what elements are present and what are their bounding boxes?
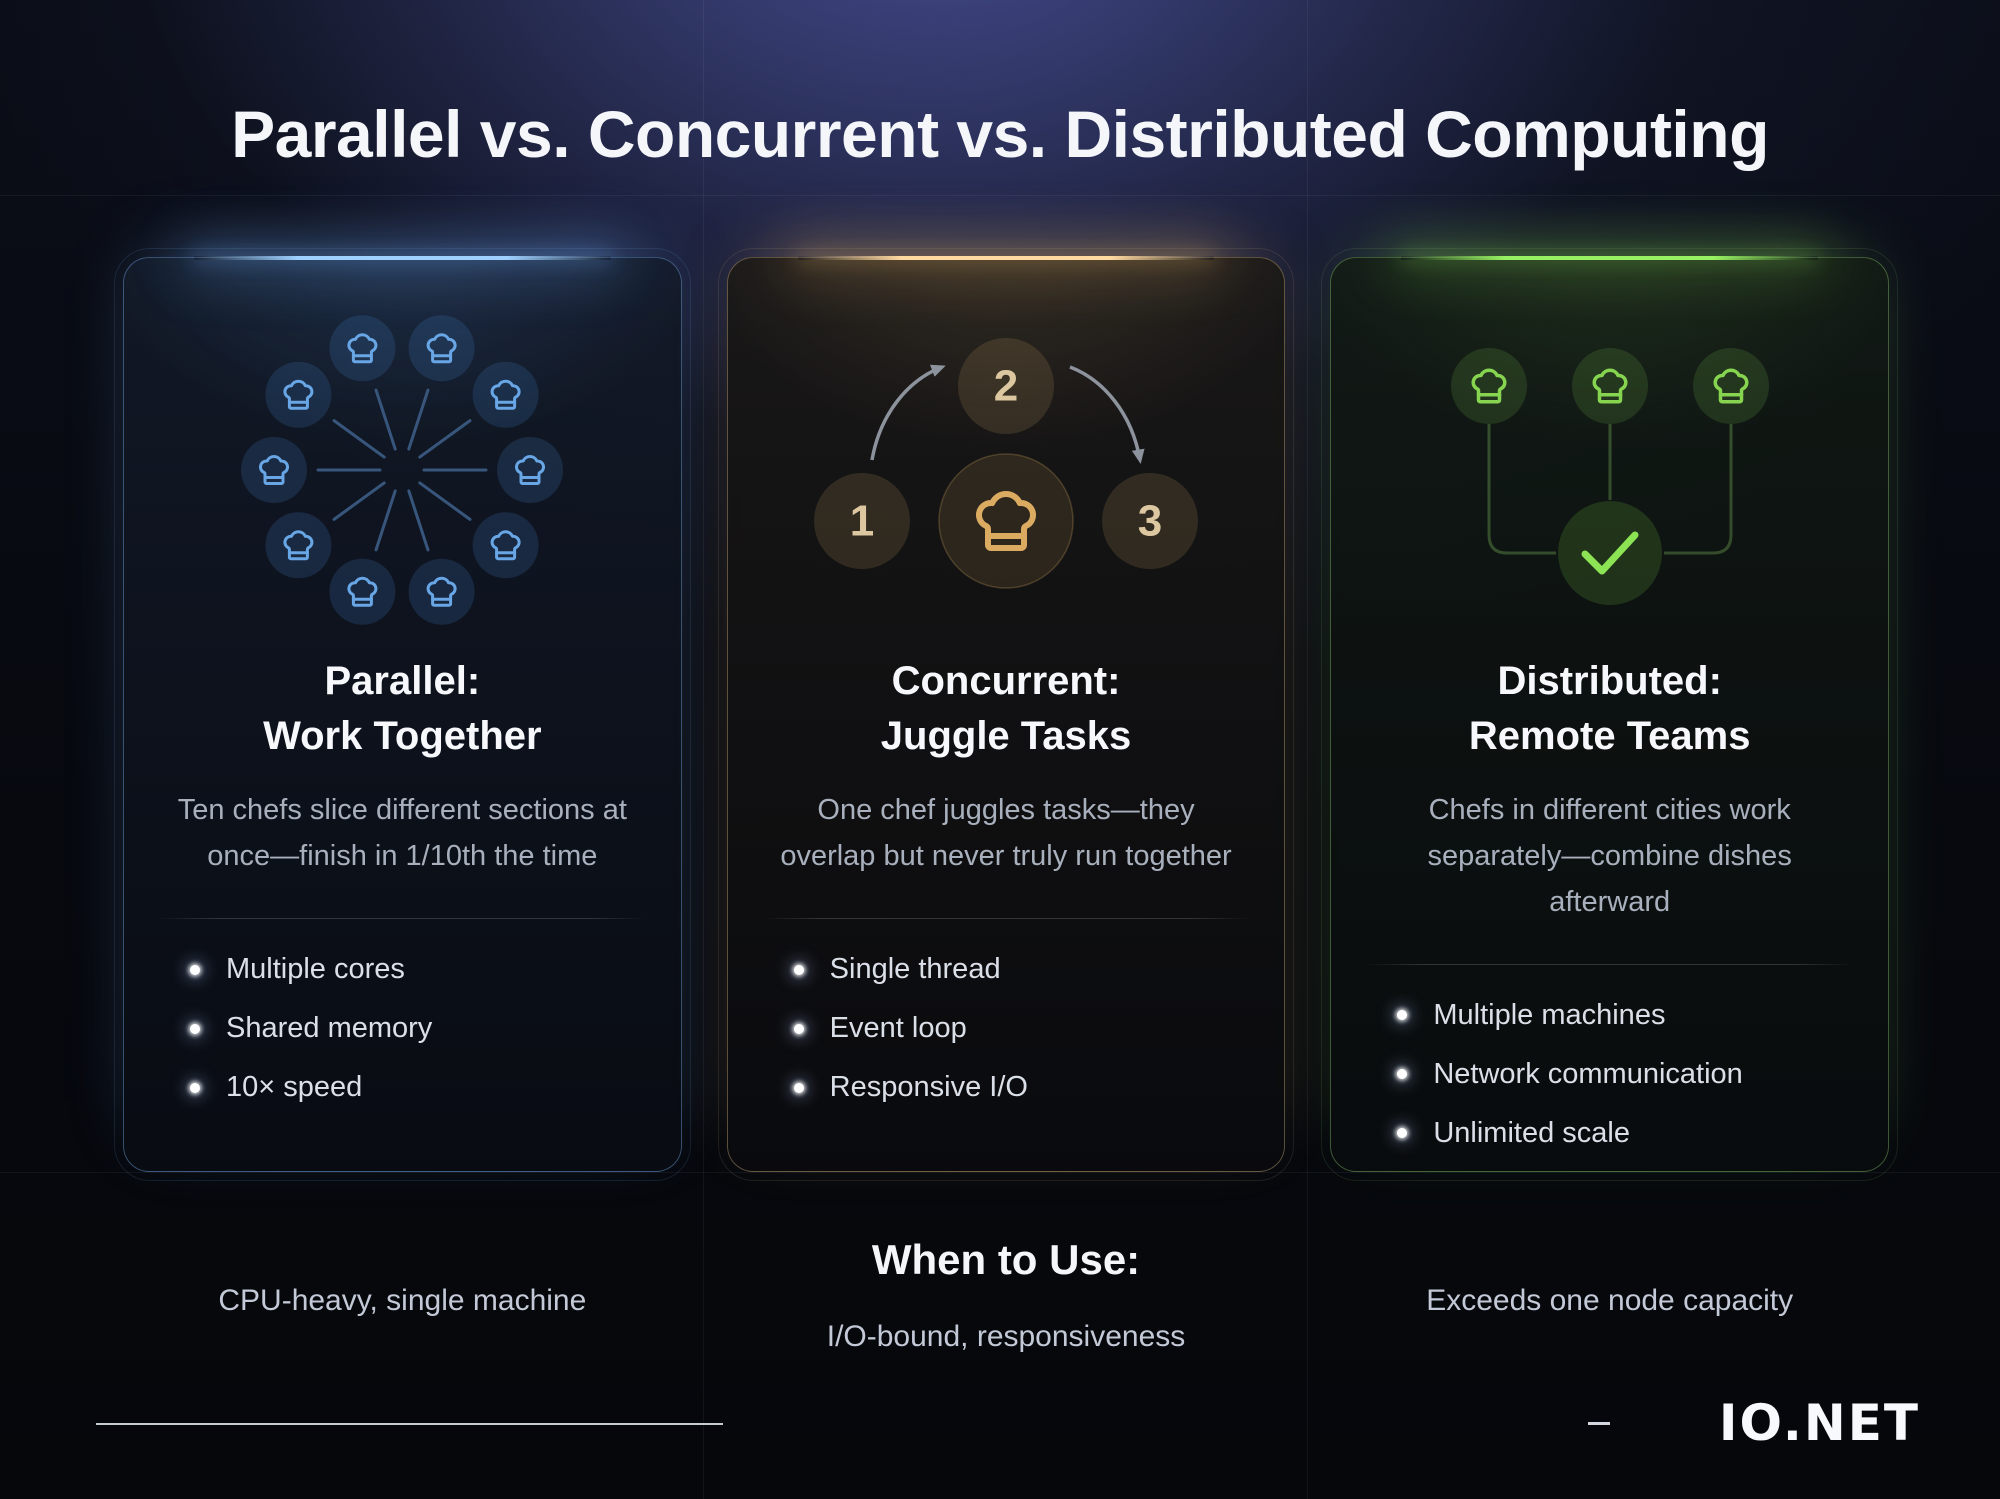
bullet-label: Multiple cores xyxy=(226,953,405,985)
card-parallel: Parallel: Work Together Ten chefs slice … xyxy=(114,248,691,1181)
divider xyxy=(761,918,1251,919)
bullet-label: 10× speed xyxy=(226,1071,363,1103)
card-title-line1: Concurrent: xyxy=(891,659,1121,703)
use-case-distributed: Exceeds one node capacity xyxy=(1330,1172,1889,1354)
card-title-line1: Parallel: xyxy=(324,659,481,703)
bullet-item: Shared memory xyxy=(190,1012,681,1045)
page-title: Parallel vs. Concurrent vs. Distributed … xyxy=(231,97,1769,171)
card-title-line1: Distributed: xyxy=(1497,659,1722,703)
bullet-dot xyxy=(1397,1069,1408,1080)
step-3-label: 3 xyxy=(1138,497,1162,546)
bullet-list: Single thread Event loop Responsive I/O xyxy=(793,953,1285,1104)
bullet-list: Multiple machines Network communication … xyxy=(1397,999,1888,1150)
bullet-label: Network communication xyxy=(1433,1057,1743,1090)
bullet-label: Unlimited scale xyxy=(1433,1116,1630,1149)
bullet-item: Multiple cores xyxy=(190,953,681,986)
bullet-dot xyxy=(190,1082,200,1093)
card-title-line2: Remote Teams xyxy=(1468,714,1751,759)
cards-row: Parallel: Work Together Ten chefs slice … xyxy=(114,248,1898,1181)
bullet-item: 10× speed xyxy=(190,1071,681,1104)
bullet-item: Single thread xyxy=(793,953,1285,986)
step-1-label: 1 xyxy=(850,497,874,546)
footer-dash xyxy=(1588,1422,1610,1425)
card-distributed: Distributed: Remote Teams Chefs in diffe… xyxy=(1321,248,1898,1181)
bullet-item: Event loop xyxy=(793,1012,1285,1045)
brand-logo: IO.NET xyxy=(1718,1394,1920,1452)
bullet-item: Responsive I/O xyxy=(793,1071,1285,1104)
bullet-label: Event loop xyxy=(829,1012,967,1044)
card-title: Concurrent: Juggle Tasks xyxy=(728,654,1285,764)
use-case-parallel: CPU-heavy, single machine xyxy=(123,1172,682,1354)
use-case-note: CPU-heavy, single machine xyxy=(218,1284,587,1317)
chef-hats-ring-icon xyxy=(124,294,681,646)
card-description: Chefs in different cities work separatel… xyxy=(1427,794,1792,918)
card-concurrent: 1 2 3 Concurrent: Juggle Tasks One chef … xyxy=(717,248,1295,1181)
bullet-item: Unlimited scale xyxy=(1397,1117,1888,1150)
grid-line-horizontal xyxy=(0,195,2000,196)
card-title: Parallel: Work Together xyxy=(124,654,681,764)
card-title-line2: Work Together xyxy=(263,714,542,759)
card-title: Distributed: Remote Teams xyxy=(1331,654,1888,764)
use-case-note: I/O-bound, responsiveness xyxy=(826,1320,1186,1353)
chef-hat-juggle-icon: 1 2 3 xyxy=(728,294,1285,646)
bullet-dot xyxy=(190,964,200,975)
use-case-band: CPU-heavy, single machine When to Use: I… xyxy=(123,1172,1889,1354)
bullet-dot xyxy=(793,964,804,975)
divider xyxy=(1365,963,1855,965)
footer-rule xyxy=(96,1423,723,1425)
card-description: Ten chefs slice different sections at on… xyxy=(177,794,627,873)
bullet-label: Shared memory xyxy=(226,1012,433,1044)
bullet-dot xyxy=(190,1023,200,1034)
bullet-item: Network communication xyxy=(1397,1058,1888,1091)
card-description: One chef juggles tasks—they overlap but … xyxy=(780,794,1232,873)
step-2-label: 2 xyxy=(994,362,1018,411)
bullet-dot xyxy=(793,1082,804,1093)
use-case-note: Exceeds one node capacity xyxy=(1426,1284,1794,1317)
bullet-label: Single thread xyxy=(829,953,1001,985)
bullet-label: Responsive I/O xyxy=(829,1071,1028,1103)
chef-hats-network-icon xyxy=(1331,294,1888,646)
when-to-use-heading: When to Use: xyxy=(871,1236,1141,1283)
card-title-line2: Juggle Tasks xyxy=(880,714,1132,759)
bullet-dot xyxy=(1397,1128,1408,1139)
divider xyxy=(158,918,647,919)
bullet-item: Multiple machines xyxy=(1397,999,1888,1032)
bullet-dot xyxy=(793,1023,804,1034)
use-case-concurrent: When to Use: I/O-bound, responsiveness xyxy=(727,1172,1286,1354)
bullet-dot xyxy=(1397,1010,1408,1021)
bullet-list: Multiple cores Shared memory 10× speed xyxy=(190,953,681,1104)
bullet-label: Multiple machines xyxy=(1433,998,1666,1031)
checkmark-icon xyxy=(1557,501,1662,605)
